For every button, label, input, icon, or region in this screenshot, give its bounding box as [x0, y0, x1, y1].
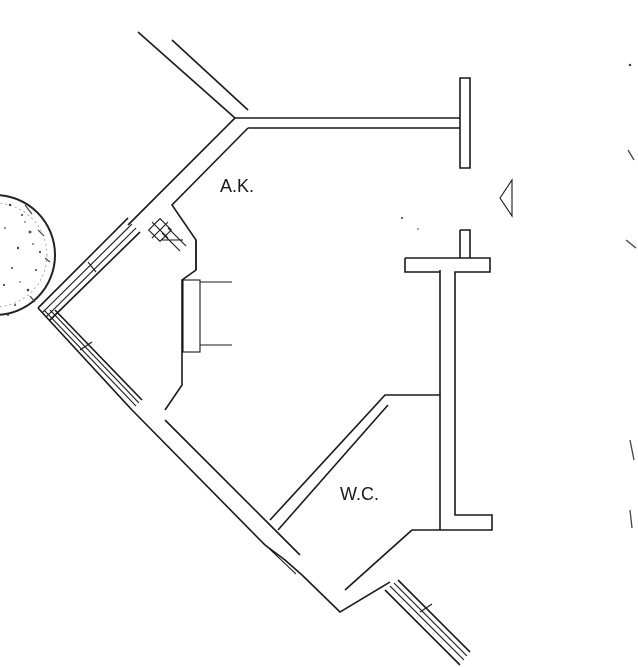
right-partition [404, 229, 493, 531]
window-bottom-right [384, 579, 471, 666]
window-upper [37, 217, 141, 321]
bottom-door [257, 529, 303, 576]
room-label-ak: A.K. [220, 176, 254, 196]
room-label-wc: W.C. [340, 484, 379, 504]
kitchen-counter [147, 217, 232, 411]
triangle-marker-icon [499, 178, 513, 218]
window-lower [37, 307, 143, 411]
top-wall [235, 77, 471, 169]
stamp-seal [0, 194, 56, 316]
bottom-wall [301, 529, 413, 614]
upper-diagonal-wall [137, 31, 249, 119]
lower-diagonal-wall [131, 409, 276, 546]
scan-specks [401, 63, 637, 529]
